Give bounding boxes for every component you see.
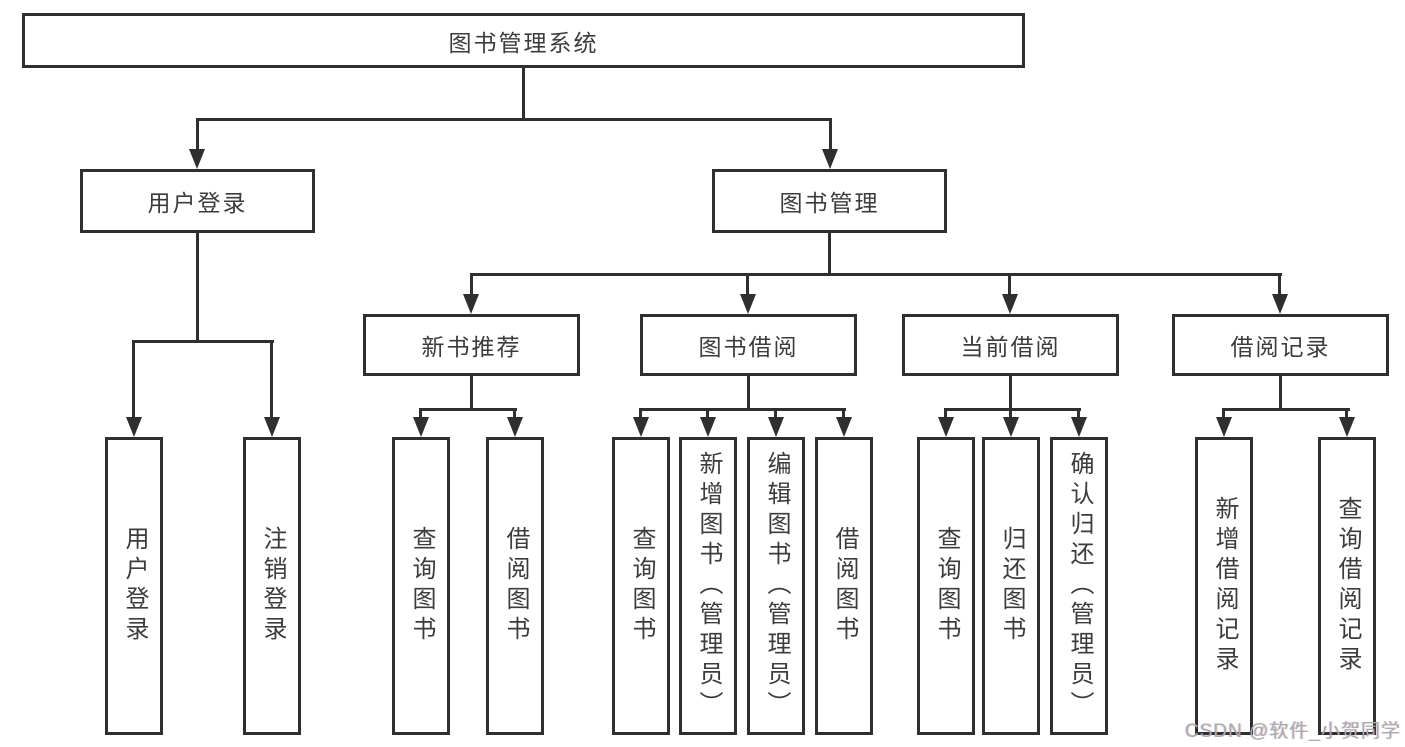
connector-drop-records-query xyxy=(1345,408,1348,419)
connector-recommend-rail xyxy=(419,408,517,411)
connector-drop-recommend-query xyxy=(419,408,422,419)
connector-root-rail xyxy=(196,118,832,121)
connector-current-stem xyxy=(1009,376,1012,408)
arrowhead-book-management xyxy=(822,149,838,169)
leaf-query-books-borrowing: 查询图书 xyxy=(612,437,670,735)
arrowhead-leaf-user-login xyxy=(126,417,142,437)
connector-book-management-stem xyxy=(828,233,831,273)
connector-root-stem xyxy=(522,68,525,118)
connector-drop-recommend-borrow xyxy=(513,408,516,419)
connector-recommend-stem xyxy=(470,376,473,408)
csdn-watermark: CSDN @软件_小贺同学 xyxy=(1185,721,1401,742)
connector-drop-borrowing-query xyxy=(639,408,642,419)
arrowhead-current-borrowing xyxy=(1002,294,1018,314)
connector-drop-leaf-user-login xyxy=(132,340,135,419)
connector-borrowing-stem xyxy=(747,376,750,408)
arrowhead-borrowing-add xyxy=(700,417,716,437)
connector-drop-book-management xyxy=(829,118,832,151)
node-book-borrowing: 图书借阅 xyxy=(640,314,857,376)
arrowhead-records-add xyxy=(1216,417,1232,437)
connector-drop-current-borrowing xyxy=(1008,273,1011,296)
connector-drop-borrowing-edit xyxy=(774,408,777,419)
connector-drop-borrowing-borrow xyxy=(842,408,845,419)
connector-borrowing-rail xyxy=(639,408,846,411)
connector-drop-current-return xyxy=(1009,408,1012,419)
leaf-confirm-return-admin: 确认归还（管理员） xyxy=(1050,437,1108,735)
leaf-query-books-current: 查询图书 xyxy=(917,437,975,735)
arrowhead-leaf-logout xyxy=(264,417,280,437)
connector-drop-current-confirm xyxy=(1077,408,1080,419)
connector-drop-current-query xyxy=(944,408,947,419)
connector-drop-borrowing-records xyxy=(1278,273,1281,296)
arrowhead-recommend-query xyxy=(413,417,429,437)
arrowhead-borrowing-borrow xyxy=(836,417,852,437)
arrowhead-book-borrowing xyxy=(740,294,756,314)
leaf-query-books-recommend: 查询图书 xyxy=(392,437,450,735)
arrowhead-current-confirm xyxy=(1071,417,1087,437)
leaf-user-login: 用户登录 xyxy=(105,437,163,735)
connector-drop-user-login xyxy=(196,118,199,151)
arrowhead-records-query xyxy=(1339,417,1355,437)
arrowhead-borrowing-edit xyxy=(768,417,784,437)
node-current-borrowing: 当前借阅 xyxy=(902,314,1119,376)
connector-drop-book-borrowing xyxy=(746,273,749,296)
node-user-login: 用户登录 xyxy=(80,169,315,233)
leaf-logout: 注销登录 xyxy=(243,437,301,735)
leaf-borrow-books-recommend: 借阅图书 xyxy=(486,437,544,735)
node-book-management: 图书管理 xyxy=(712,169,947,233)
arrowhead-new-book-recommend xyxy=(463,294,479,314)
leaf-borrow-books-borrowing: 借阅图书 xyxy=(815,437,873,735)
arrowhead-current-query xyxy=(938,417,954,437)
leaf-edit-book-admin: 编辑图书（管理员） xyxy=(747,437,805,735)
connector-user-login-stem xyxy=(196,233,199,340)
connector-current-rail xyxy=(944,408,1081,411)
leaf-query-borrow-record: 查询借阅记录 xyxy=(1318,437,1376,735)
node-borrowing-records: 借阅记录 xyxy=(1172,314,1389,376)
connector-drop-borrowing-add xyxy=(706,408,709,419)
leaf-return-book: 归还图书 xyxy=(982,437,1040,735)
connector-drop-new-book-recommend xyxy=(470,273,473,296)
arrowhead-borrowing-query xyxy=(633,417,649,437)
leaf-add-book-admin: 新增图书（管理员） xyxy=(679,437,737,735)
connector-drop-records-add xyxy=(1222,408,1225,419)
arrowhead-user-login xyxy=(189,149,205,169)
connector-records-stem xyxy=(1279,376,1282,408)
arrowhead-current-return xyxy=(1003,417,1019,437)
leaf-add-borrow-record: 新增借阅记录 xyxy=(1195,437,1253,735)
node-new-book-recommend: 新书推荐 xyxy=(363,314,580,376)
connector-user-login-rail xyxy=(132,340,274,343)
node-library-management-system: 图书管理系统 xyxy=(22,13,1025,68)
arrowhead-borrowing-records xyxy=(1272,294,1288,314)
connector-book-management-rail xyxy=(470,273,1282,276)
connector-drop-leaf-logout xyxy=(270,340,273,419)
arrowhead-recommend-borrow xyxy=(507,417,523,437)
connector-records-rail xyxy=(1222,408,1350,411)
